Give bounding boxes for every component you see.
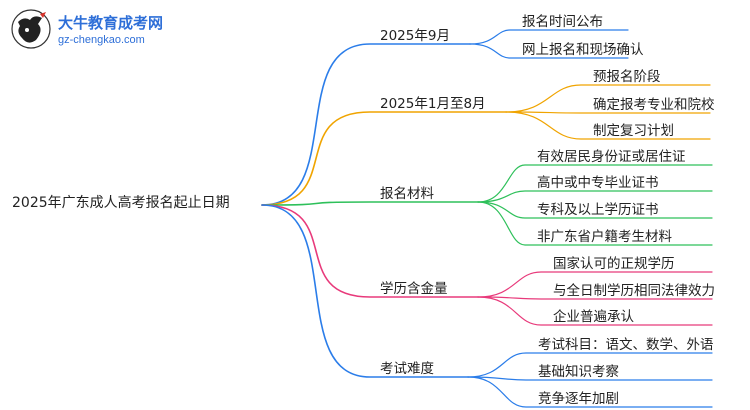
branch-label-3: 报名材料 — [380, 186, 434, 202]
logo-title: 大牛教育成考网 — [58, 14, 164, 32]
branch-connector-5 — [261, 204, 713, 408]
branch-connector-4 — [261, 204, 713, 326]
branch-label-2: 2025年1月至8月 — [380, 96, 486, 112]
root-topic: 2025年广东成人高考报名起止日期 — [12, 195, 230, 211]
leaf-label-4-1: 国家认可的正规学历 — [553, 256, 675, 272]
leaf-label-1-2: 网上报名和现场确认 — [522, 42, 644, 58]
site-logo: 大牛教育成考网 gz-chengkao.com — [8, 6, 178, 54]
branch-label-4: 学历含金量 — [380, 281, 448, 297]
leaf-label-3-1: 有效居民身份证或居住证 — [537, 149, 686, 165]
leaf-label-2-3: 制定复习计划 — [593, 123, 674, 139]
bull-logo-icon — [11, 9, 51, 49]
branch-label-5: 考试难度 — [380, 361, 434, 377]
leaf-label-5-2: 基础知识考察 — [538, 364, 619, 380]
leaf-label-2-1: 预报名阶段 — [593, 69, 661, 85]
branch-connector-2 — [261, 84, 711, 206]
branch-connector-3 — [261, 164, 713, 246]
leaf-label-4-3: 企业普遍承认 — [553, 309, 634, 325]
branch-label-1: 2025年9月 — [380, 28, 450, 44]
leaf-label-4-2: 与全日制学历相同法律效力 — [553, 283, 715, 299]
leaf-label-3-4: 非广东省户籍考生材料 — [537, 229, 672, 245]
leaf-label-5-3: 竞争逐年加剧 — [538, 391, 619, 407]
logo-url: gz-chengkao.com — [58, 34, 145, 46]
leaf-label-3-3: 专科及以上学历证书 — [537, 202, 659, 218]
leaf-label-1-1: 报名时间公布 — [522, 14, 603, 30]
branch-connector-1 — [261, 29, 629, 206]
leaf-label-2-2: 确定报考专业和院校 — [593, 97, 715, 113]
leaf-label-3-2: 高中或中专毕业证书 — [537, 175, 659, 191]
leaf-label-5-1: 考试科目：语文、数学、外语 — [538, 337, 714, 353]
